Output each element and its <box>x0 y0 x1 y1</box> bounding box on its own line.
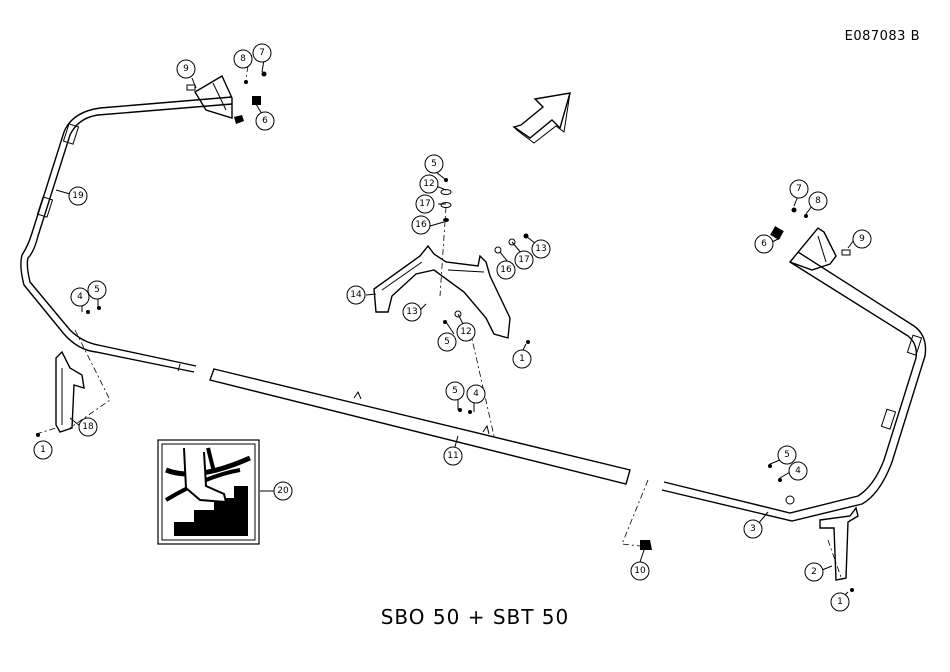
safety-pictogram <box>158 440 274 544</box>
callout-label: 5 <box>452 386 458 396</box>
callout-11: 11 <box>444 447 462 465</box>
callout-label: 13 <box>535 244 546 254</box>
callout-label: 6 <box>262 116 268 126</box>
callout-13a: 13 <box>403 303 421 321</box>
callout-17b: 17 <box>515 251 533 269</box>
callout-4b: 4 <box>467 385 485 403</box>
callout-label: 5 <box>784 450 790 460</box>
callout-label: 2 <box>811 567 817 577</box>
callout-6a: 6 <box>256 112 274 130</box>
callout-8b: 8 <box>809 192 827 210</box>
center-tube <box>210 369 630 484</box>
callout-label: 1 <box>40 445 46 455</box>
callout-label: 13 <box>406 307 417 317</box>
callout-5e: 5 <box>778 446 796 464</box>
callout-16b: 16 <box>497 261 515 279</box>
center-bracket <box>374 207 510 338</box>
callout-label: 11 <box>447 451 458 461</box>
callout-label: 4 <box>795 466 801 476</box>
callout-label: 1 <box>519 354 525 364</box>
end-cap-part <box>622 480 652 550</box>
callout-4c: 4 <box>789 462 807 480</box>
callout-label: 17 <box>518 255 529 265</box>
callout-label: 14 <box>350 290 362 300</box>
callout-3: 3 <box>744 520 762 538</box>
callout-label: 8 <box>815 196 821 206</box>
callout-19: 19 <box>69 187 87 205</box>
callout-label: 4 <box>77 292 83 302</box>
callout-16a: 16 <box>412 216 430 234</box>
callout-14: 14 <box>347 286 365 304</box>
callout-13b: 13 <box>532 240 550 258</box>
callout-label: 5 <box>444 337 450 347</box>
right-side-bracket <box>820 508 858 580</box>
callout-label: 4 <box>473 389 479 399</box>
callout-label: 7 <box>796 184 802 194</box>
right-handle-tube <box>662 252 926 521</box>
callout-10: 10 <box>631 562 649 580</box>
left-handle-tube <box>21 97 232 372</box>
callout-1a: 1 <box>34 441 52 459</box>
model-title: SBO 50 + SBT 50 <box>0 605 950 629</box>
callout-1b: 1 <box>513 350 531 368</box>
callout-label: 5 <box>431 159 437 169</box>
callout-5c: 5 <box>438 333 456 351</box>
callout-label: 6 <box>761 239 767 249</box>
callout-5d: 5 <box>446 382 464 400</box>
callout-9b: 9 <box>853 230 871 248</box>
callout-label: 17 <box>419 199 430 209</box>
right-top-bracket <box>770 226 850 270</box>
callout-label: 20 <box>277 486 289 496</box>
callout-8a: 8 <box>234 50 252 68</box>
callout-9a: 9 <box>177 60 195 78</box>
callout-label: 18 <box>82 422 94 432</box>
callout-20: 20 <box>274 482 292 500</box>
callout-2: 2 <box>805 563 823 581</box>
callout-label: 10 <box>634 566 646 576</box>
callout-label: 9 <box>183 64 189 74</box>
callout-label: 19 <box>72 191 84 201</box>
callout-label: 8 <box>240 54 246 64</box>
callout-label: 5 <box>94 285 100 295</box>
callout-label: 12 <box>460 327 471 337</box>
direction-arrow-icon <box>514 93 570 143</box>
callout-5b: 5 <box>425 155 443 173</box>
callout-label: 12 <box>423 179 434 189</box>
callout-label: 7 <box>259 48 265 58</box>
callout-label: 9 <box>859 234 865 244</box>
callout-label: 16 <box>500 265 512 275</box>
callout-6b: 6 <box>755 235 773 253</box>
callout-12a: 12 <box>420 175 438 193</box>
callout-7a: 7 <box>253 44 271 62</box>
callout-5a: 5 <box>88 281 106 299</box>
callout-7b: 7 <box>790 180 808 198</box>
callout-18: 18 <box>79 418 97 436</box>
callout-label: 16 <box>415 220 427 230</box>
callout-12b: 12 <box>457 323 475 341</box>
callout-4a: 4 <box>71 288 89 306</box>
left-side-bracket <box>36 352 84 434</box>
callout-17a: 17 <box>416 195 434 213</box>
callout-label: 3 <box>750 524 756 534</box>
